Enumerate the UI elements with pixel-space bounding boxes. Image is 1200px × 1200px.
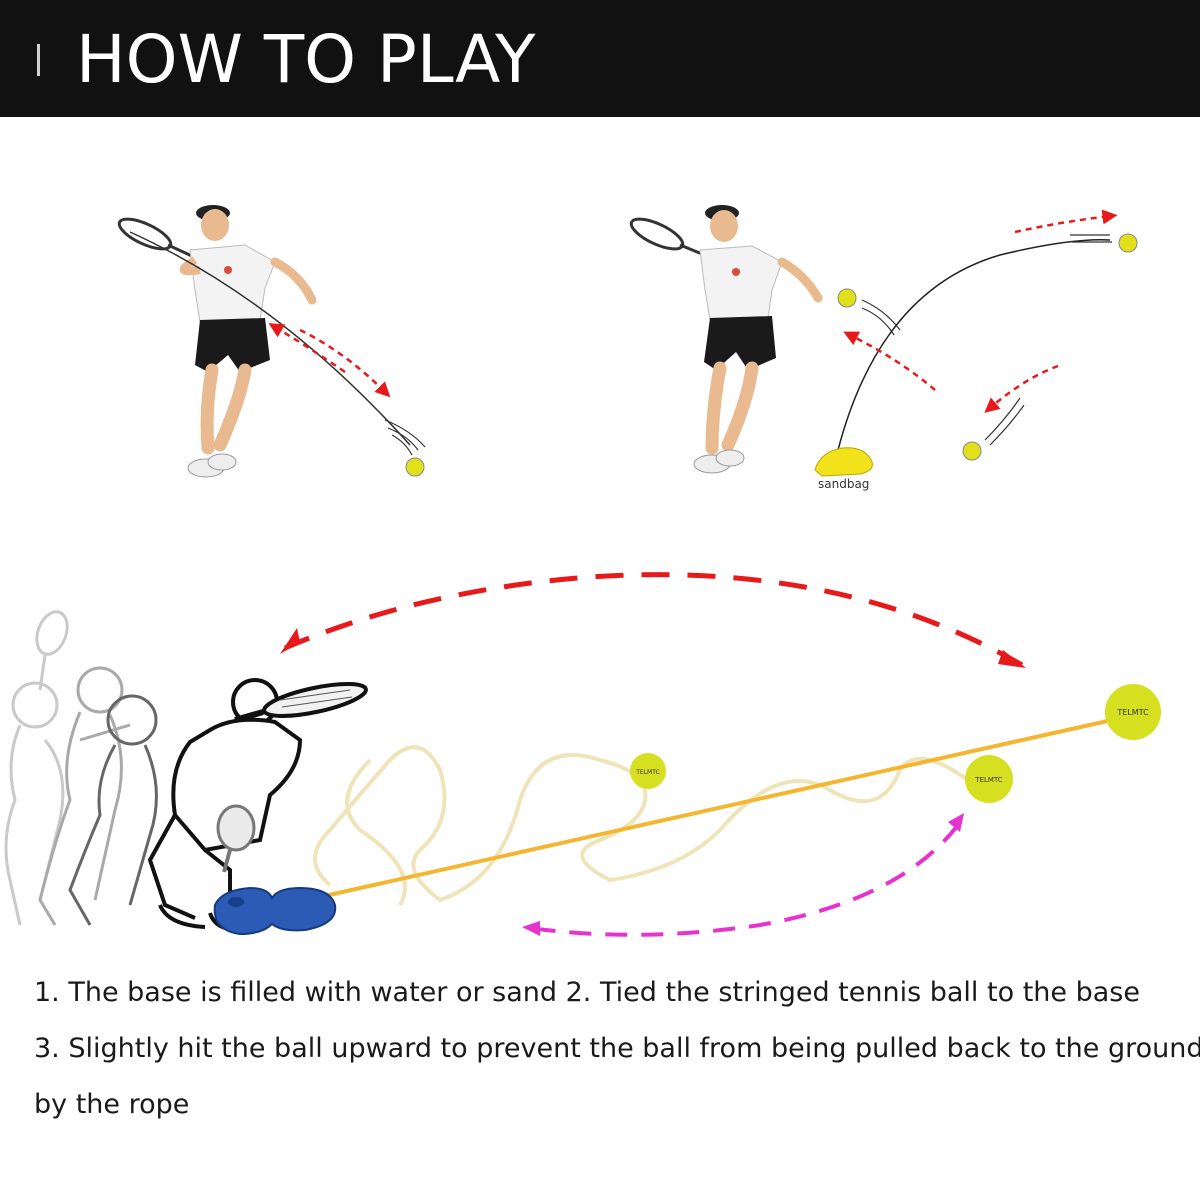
rope-line: [129, 231, 411, 446]
motion-arrow: [843, 331, 936, 391]
speed-lines: [384, 419, 426, 456]
illustration-swing-sequence: TELMTC TELMTC TELMTC: [4, 572, 1161, 937]
racket-icon: [629, 217, 713, 260]
page-header: HOW TO PLAY: [0, 0, 1200, 117]
svg-text:TELMTC: TELMTC: [635, 769, 659, 776]
racket-icon: [216, 804, 256, 873]
instruction-line-1: 1. The base is filled with water or sand…: [34, 977, 1140, 1008]
arrowhead-up: [948, 813, 964, 832]
tennis-ball-icon: TELMTC: [965, 755, 1013, 803]
motion-arrow: [299, 328, 391, 398]
player-figure: [693, 205, 823, 474]
return-arrow: [529, 823, 960, 937]
player-silhouette-faded: [38, 666, 131, 926]
tennis-ball-icon: [405, 457, 425, 477]
speed-lines: [861, 234, 1112, 446]
racket-icon: [234, 682, 368, 723]
tennis-ball-icon: TELMTC: [630, 753, 666, 789]
sandbag-icon: [814, 447, 873, 477]
arrowhead-right: [998, 650, 1026, 668]
rope-path-faded: [345, 758, 407, 906]
player-silhouette-faded: [68, 694, 158, 926]
sandbag-label: sandbag: [818, 477, 869, 491]
arrowhead-left: [280, 628, 300, 654]
tennis-ball-icon: TELMTC: [1105, 684, 1161, 740]
tennis-ball-icon: [962, 441, 982, 461]
rope-path-faded: [313, 745, 982, 903]
swing-arrow-top: [284, 572, 1024, 668]
header-accent-bar: [37, 44, 40, 76]
motion-arrow: [1014, 209, 1118, 234]
rope-line: [837, 239, 1111, 451]
how-to-play-illustrations: sandbag: [4, 205, 1161, 937]
tennis-ball-icon: [837, 288, 857, 308]
illustration-hit-sandbag: sandbag: [629, 205, 1138, 491]
svg-text:TELMTC: TELMTC: [1116, 708, 1149, 717]
tennis-ball-icon: [1118, 233, 1138, 253]
player-figure: [179, 205, 317, 478]
instruction-line-3: by the rope: [34, 1089, 190, 1120]
player-silhouette-faded: [4, 610, 69, 926]
illustration-hit-low: [117, 205, 426, 478]
motion-arrow: [984, 364, 1059, 413]
svg-text:TELMTC: TELMTC: [974, 776, 1003, 784]
rope-line: [319, 718, 1113, 899]
instruction-line-2: 3. Slightly hit the ball upward to preve…: [34, 1033, 1200, 1064]
arrowhead-left: [522, 921, 540, 936]
page-title: HOW TO PLAY: [76, 21, 536, 98]
training-base-icon: [213, 886, 337, 936]
motion-arrow: [268, 323, 346, 374]
